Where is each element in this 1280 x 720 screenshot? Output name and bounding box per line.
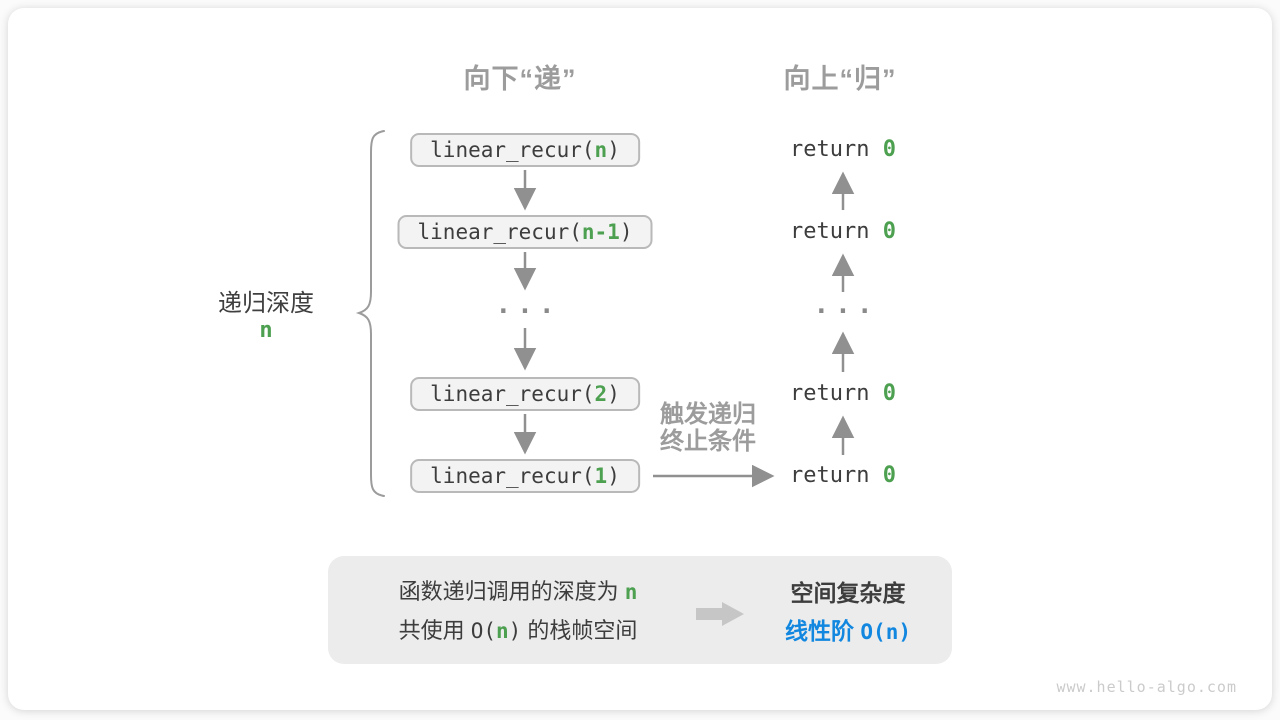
result-value-code: O(n)	[860, 620, 911, 644]
summary-line1-n: n	[624, 580, 638, 604]
return-row-4: return 0	[790, 463, 896, 489]
column-header-ascend: 向上“归”	[783, 64, 897, 94]
summary-line2-text: 共使用	[398, 618, 471, 643]
summary-box: 函数递归调用的深度为 n 共使用 O(n) 的栈帧空间 空间复杂度 线性阶 O(…	[328, 556, 952, 664]
return-value: 0	[882, 463, 896, 488]
call-text-close: )	[607, 464, 620, 488]
return-text: return	[790, 463, 883, 488]
call-text: linear_recur(	[430, 382, 595, 406]
call-text-close: )	[619, 220, 633, 244]
depth-label-value: n	[259, 318, 273, 343]
return-row-3: return 0	[790, 381, 896, 407]
call-box-n: linear_recur(n)	[410, 133, 640, 167]
summary-line-1: 函数递归调用的深度为 n	[348, 577, 688, 607]
watermark: www.hello-algo.com	[1056, 678, 1237, 696]
call-box-n-1: linear_recur(n-1)	[397, 215, 653, 249]
summary-line2-close: )	[508, 619, 522, 643]
implies-arrow-head	[722, 602, 744, 626]
call-text-close: )	[607, 138, 620, 162]
return-row-1: return 0	[790, 137, 896, 163]
call-text: linear_recur(	[417, 220, 582, 244]
result-value: 线性阶 O(n)	[758, 616, 938, 647]
summary-line2-n: n	[495, 619, 509, 643]
return-row-2: return 0	[790, 219, 896, 245]
call-arg: n-1	[581, 220, 620, 244]
call-text: linear_recur(	[430, 464, 595, 488]
summary-line2-tail: 的栈帧空间	[521, 618, 638, 643]
call-arg: n	[594, 138, 608, 162]
summary-line-2: 共使用 O(n) 的栈帧空间	[348, 616, 688, 646]
return-text: return	[790, 381, 883, 406]
column-header-descend: 向下“递”	[463, 64, 577, 94]
return-ellipsis: ...	[813, 290, 879, 320]
return-text: return	[790, 137, 883, 162]
return-value: 0	[882, 137, 896, 162]
return-text: return	[790, 219, 883, 244]
call-box-1: linear_recur(1)	[410, 459, 640, 493]
summary-line2-O: O(	[470, 619, 496, 643]
return-value: 0	[882, 381, 896, 406]
call-text-close: )	[607, 382, 620, 406]
base-case-label: 触发递归 终止条件	[660, 401, 756, 455]
call-ellipsis: ...	[495, 290, 561, 320]
base-case-label-line1: 触发递归	[660, 401, 756, 428]
result-title: 空间复杂度	[790, 580, 906, 606]
result-value-cjk: 线性阶	[785, 618, 861, 644]
call-box-2: linear_recur(2)	[410, 377, 640, 411]
summary-line1-text: 函数递归调用的深度为	[398, 579, 625, 604]
call-text: linear_recur(	[430, 138, 595, 162]
implies-arrow-icon	[696, 602, 744, 626]
base-case-label-line2: 终止条件	[660, 428, 756, 455]
implies-arrow-body	[696, 608, 722, 620]
call-arg: 1	[594, 464, 608, 488]
return-value: 0	[882, 219, 896, 244]
call-arg: 2	[594, 382, 608, 406]
depth-label-title: 递归深度	[218, 290, 314, 317]
